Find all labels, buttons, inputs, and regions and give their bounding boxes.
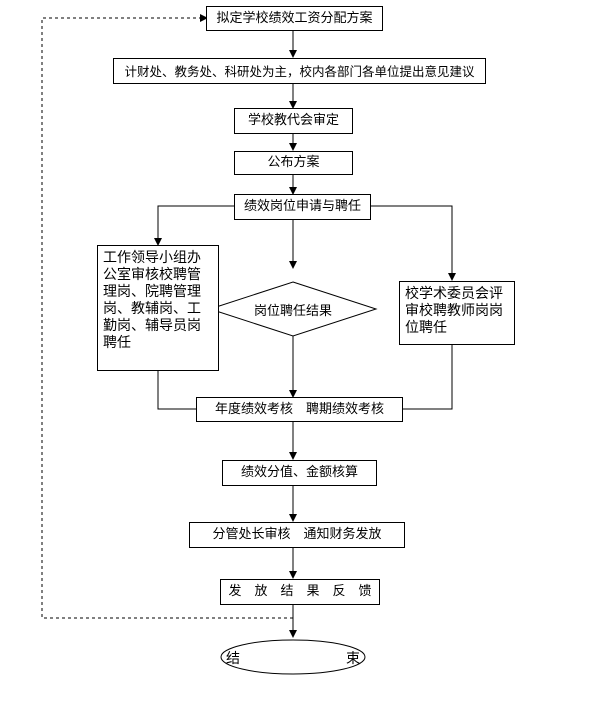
step-draft-plan: 拟定学校绩效工资分配方案 <box>206 6 383 31</box>
step-feedback: 发 放 结 果 反 馈 <box>220 579 380 605</box>
decision-label: 岗位聘任结果 <box>253 304 332 319</box>
step-collect-suggestions: 计财处、教务处、科研处为主，校内各部门各单位提出意见建议 <box>113 58 486 84</box>
right-branch-academic-review: 校学术委员会评审校聘教师岗岗位聘任 <box>399 281 515 345</box>
left-branch-bottom <box>157 370 197 410</box>
decision-diamond <box>208 281 378 337</box>
right-branch-top <box>371 205 456 281</box>
step-director-review: 分管处长审核 通知财务发放 <box>189 522 405 548</box>
step-staff-congress-review: 学校教代会审定 <box>234 108 353 134</box>
step-publish-plan: 公布方案 <box>234 151 353 175</box>
end-label: 结 束 <box>226 651 386 667</box>
step-score-calculation: 绩效分值、金额核算 <box>222 460 377 486</box>
right-branch-bottom <box>403 344 453 410</box>
left-branch-admin-review: 工作领导小组办公室审核校聘管理岗、院聘管理岗、教辅岗、工勤岗、辅导员岗聘任 <box>97 245 219 371</box>
end-ellipse <box>220 639 366 675</box>
step-performance-assessment: 年度绩效考核 聘期绩效考核 <box>196 397 403 422</box>
left-branch-top <box>154 205 235 246</box>
step-position-application: 绩效岗位申请与聘任 <box>234 194 371 220</box>
